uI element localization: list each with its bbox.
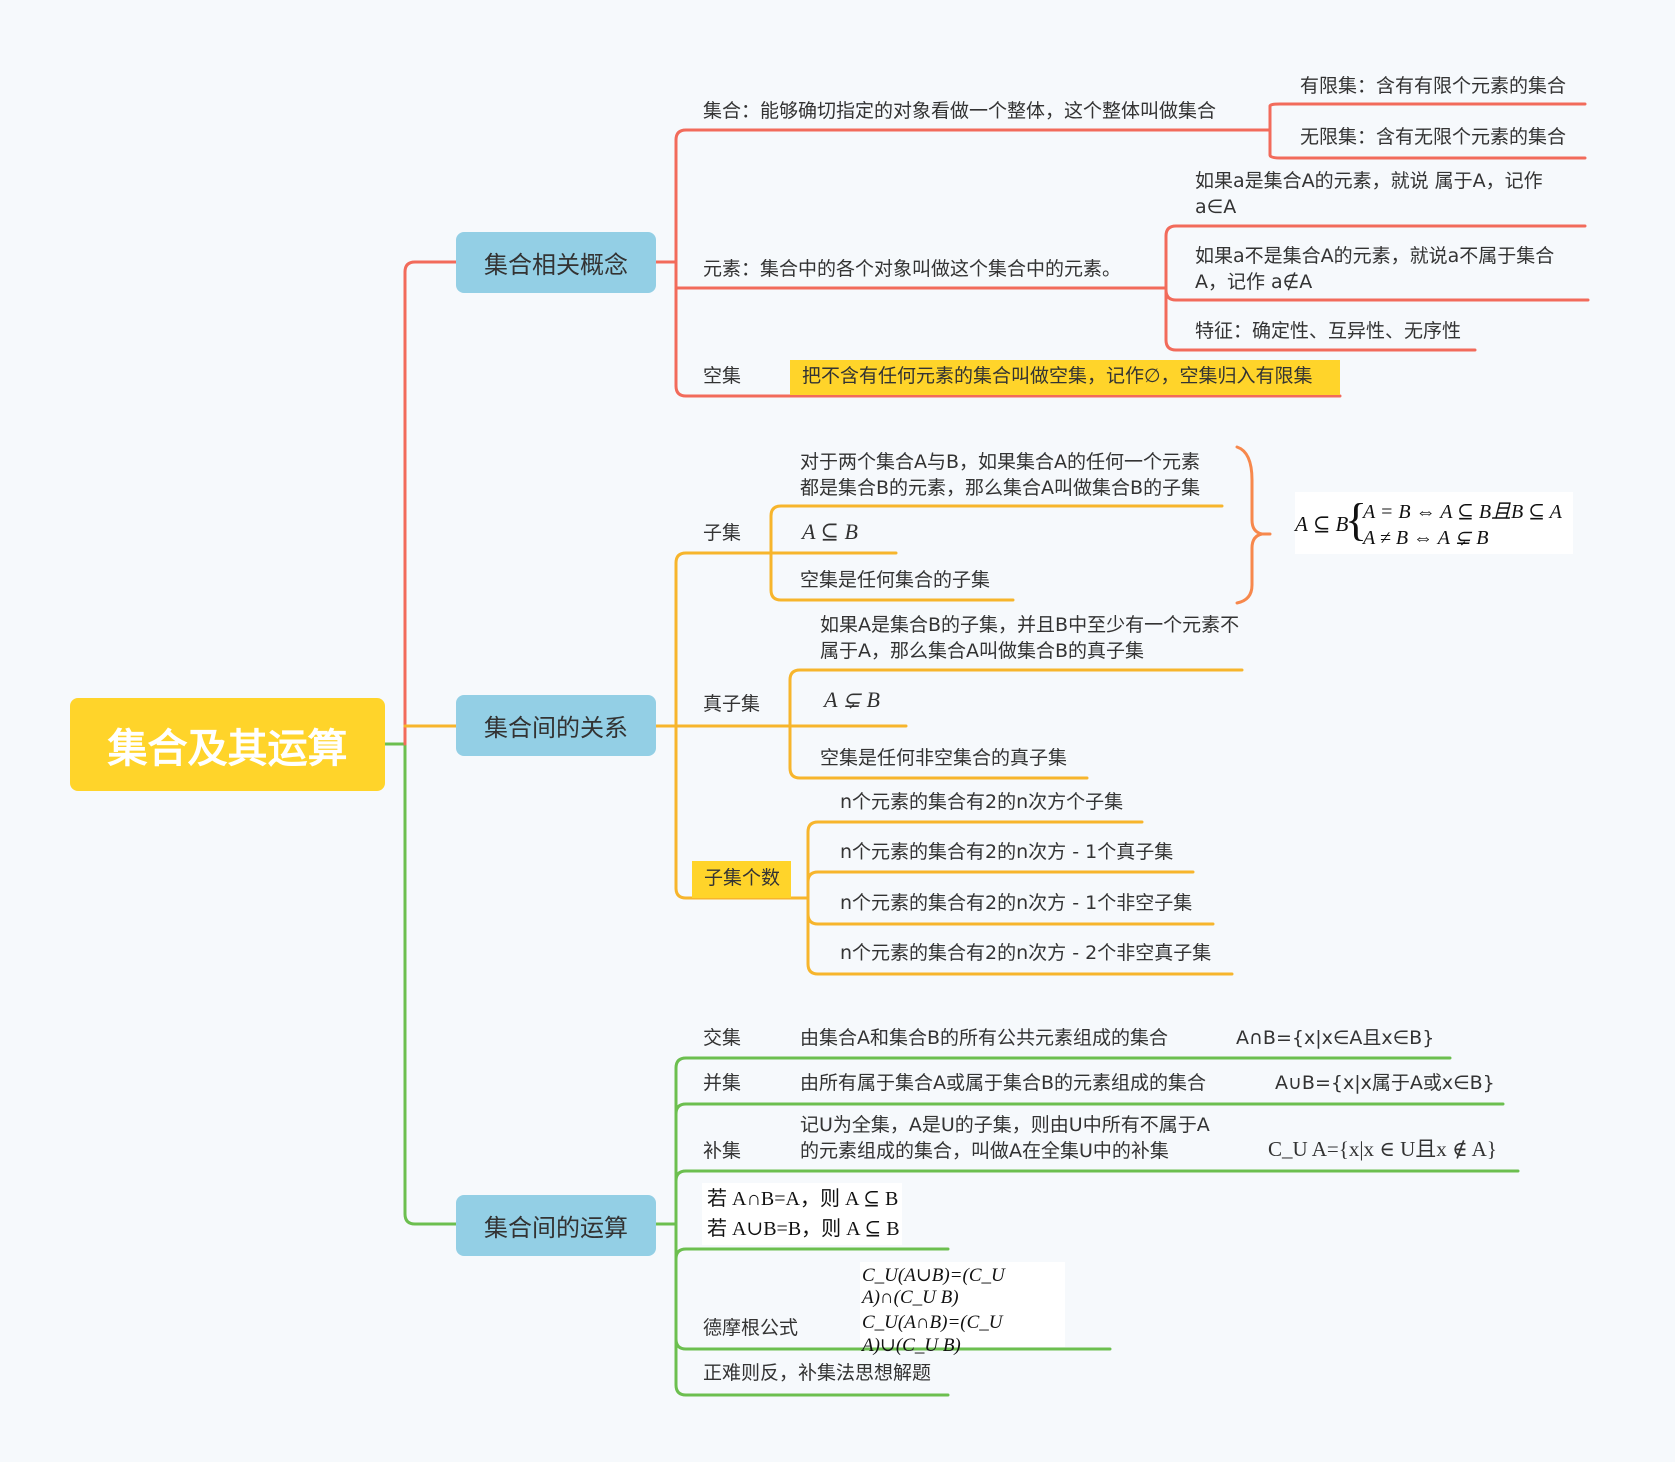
- node-set-definition[interactable]: 集合：能够确切指定的对象看做一个整体，这个整体叫做集合: [703, 100, 1217, 122]
- complement-formula[interactable]: C_U A={x|x ∈ U且x ∉ A}: [1268, 1137, 1497, 1161]
- count-item[interactable]: n个元素的集合有2的n次方 - 1个真子集: [840, 841, 1174, 863]
- node-element-definition[interactable]: 元素：集合中的各个对象叫做这个集合中的元素。: [703, 258, 1122, 280]
- intersection-formula[interactable]: A∩B={x|x∈A且x∈B}: [1236, 1027, 1435, 1049]
- node-subset-empty[interactable]: 空集是任何集合的子集: [800, 569, 991, 591]
- topic-concepts[interactable]: 集合相关概念: [456, 232, 656, 293]
- node-empty-set[interactable]: 空集: [703, 365, 742, 387]
- node-proper-definition[interactable]: 如果A是集合B的子集，并且B中至少有一个元素不属于A，那么集合A叫做集合B的真子…: [820, 614, 1240, 662]
- root-topic[interactable]: 集合及其运算: [70, 698, 385, 791]
- node-element-belongs[interactable]: 如果a是集合A的元素，就说 属于A，记作 a∈A: [1195, 170, 1543, 218]
- implications-box[interactable]: 若 A∩B=A，则 A ⊆ B 若 A∪B=B，则 A ⊆ B: [702, 1183, 902, 1245]
- implication-1: 若 A∩B=A，则 A ⊆ B: [707, 1188, 899, 1210]
- node-subset[interactable]: 子集: [703, 522, 742, 544]
- intersection-desc[interactable]: 由集合A和集合B的所有公共元素组成的集合: [800, 1027, 1169, 1049]
- node-element-not-belongs[interactable]: 如果a不是集合A的元素，就说a不属于集合A，记作 a∉A: [1195, 245, 1555, 293]
- demorgan-formula-1: C_U(A∪B)=(C_U A)∩(C_U B): [862, 1265, 1005, 1308]
- count-item[interactable]: n个元素的集合有2的n次方 - 1个非空子集: [840, 892, 1193, 914]
- node-complement-tip[interactable]: 正难则反，补集法思想解题: [703, 1362, 932, 1384]
- summary-brace: {: [1345, 494, 1368, 545]
- node-subset-count[interactable]: 子集个数: [704, 867, 781, 889]
- complement-desc[interactable]: 记U为全集，A是U的子集，则由U中所有不属于A的元素组成的集合，叫做A在全集U中…: [800, 1114, 1210, 1162]
- count-item[interactable]: n个元素的集合有2的n次方 - 2个非空真子集: [840, 942, 1212, 964]
- node-subset-definition[interactable]: 对于两个集合A与B，如果集合A的任何一个元素都是集合B的元素，那么集合A叫做集合…: [800, 451, 1201, 499]
- summary-left: A ⊆ B: [1295, 512, 1349, 536]
- demorgan-formulas: C_U(A∪B)=(C_U A)∩(C_U B) C_U(A∩B)=(C_U A…: [860, 1262, 1065, 1356]
- empty-set-highlight: [790, 360, 1340, 395]
- node-empty-set-desc[interactable]: 把不含有任何元素的集合叫做空集，记作∅，空集归入有限集: [802, 365, 1313, 387]
- node-proper-empty[interactable]: 空集是任何非空集合的真子集: [820, 747, 1068, 769]
- node-finite-set[interactable]: 有限集：含有有限个元素的集合: [1300, 75, 1567, 97]
- node-complement[interactable]: 补集: [703, 1140, 742, 1162]
- node-proper-notation[interactable]: A ⊊ B: [824, 687, 880, 712]
- count-item[interactable]: n个元素的集合有2的n次方个子集: [840, 791, 1124, 813]
- node-element-features[interactable]: 特征：确定性、互异性、无序性: [1195, 320, 1462, 342]
- topic-relations[interactable]: 集合间的关系: [456, 695, 656, 756]
- node-subset-notation[interactable]: A ⊆ B: [802, 519, 858, 544]
- summary-line2: A ≠ B ⇔ A ⊊ B: [1363, 527, 1489, 549]
- subset-summary-formula: A ⊆ B { A = B ⇔ A ⊆ B且B ⊆ A A ≠ B ⇔ A ⊊ …: [1295, 492, 1573, 554]
- node-proper-subset[interactable]: 真子集: [703, 693, 761, 715]
- topic-operations[interactable]: 集合间的运算: [456, 1195, 656, 1256]
- node-infinite-set[interactable]: 无限集：含有无限个元素的集合: [1300, 126, 1567, 148]
- summary-line1: A = B ⇔ A ⊆ B且B ⊆ A: [1363, 501, 1562, 523]
- node-intersection[interactable]: 交集: [703, 1027, 742, 1049]
- demorgan-formula-2: C_U(A∩B)=(C_U A)∪(C_U B): [862, 1312, 1003, 1356]
- node-demorgan[interactable]: 德摩根公式: [703, 1317, 799, 1339]
- implication-2: 若 A∪B=B，则 A ⊆ B: [707, 1218, 900, 1240]
- node-union[interactable]: 并集: [703, 1072, 742, 1094]
- subset-count-highlight: [692, 861, 791, 898]
- union-formula[interactable]: A∪B={x|x属于A或x∈B}: [1275, 1072, 1495, 1094]
- union-desc[interactable]: 由所有属于集合A或属于集合B的元素组成的集合: [800, 1072, 1207, 1094]
